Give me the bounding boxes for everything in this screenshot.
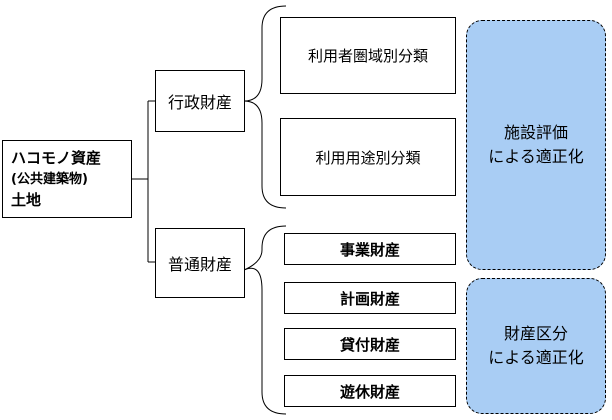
leaf-plan-property: 計画財産 (284, 282, 456, 314)
leaf-lease-property: 貸付財産 (284, 328, 456, 360)
leaf-business-property: 事業財産 (284, 233, 456, 265)
root-node: ハコモノ資産 (公共建築物) 土地 (2, 140, 132, 218)
leaf-use-classification: 利用用途別分類 (280, 118, 456, 196)
leaf-idle-property: 遊休財産 (284, 375, 456, 407)
note-facility-evaluation: 施設評価 による適正化 (466, 20, 606, 270)
leaf-label: 利用者圏域別分類 (307, 47, 428, 65)
branch-admin-label: 行政財産 (167, 93, 232, 112)
root-land: 土地 (11, 190, 42, 209)
leaf-label: 遊休財産 (339, 382, 400, 401)
note-line: による適正化 (488, 348, 584, 367)
note-property-classification: 財産区分 による適正化 (466, 278, 606, 414)
leaf-label: 事業財産 (339, 240, 400, 259)
note-line: 財産区分 (503, 324, 568, 343)
leaf-label: 貸付財産 (339, 335, 400, 354)
note-line: による適正化 (488, 147, 584, 166)
root-subtitle: (公共建築物) (11, 171, 88, 187)
root-title: ハコモノ資産 (11, 148, 102, 167)
branch-general-label: 普通財産 (167, 255, 232, 274)
leaf-label: 計画財産 (339, 289, 400, 308)
note-line: 施設評価 (503, 123, 568, 142)
branch-admin-property: 行政財産 (155, 70, 245, 132)
leaf-label: 利用用途別分類 (315, 148, 421, 167)
leaf-user-area-classification: 利用者圏域別分類 (280, 17, 456, 94)
branch-general-property: 普通財産 (155, 228, 245, 298)
